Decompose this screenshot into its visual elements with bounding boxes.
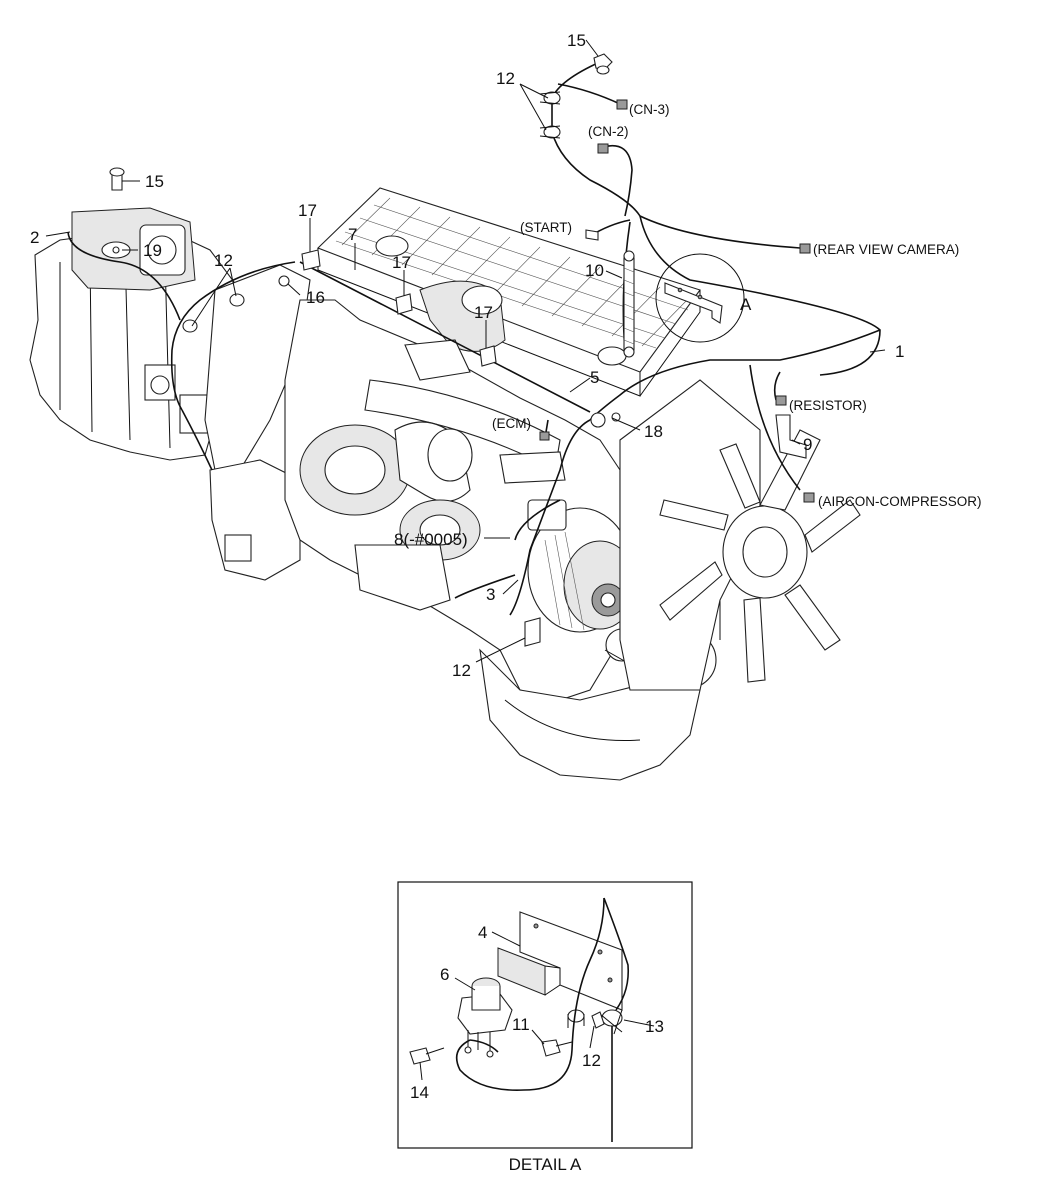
engine-illustration (29, 187, 861, 781)
alternator (527, 499, 637, 633)
callout-15: 15 (567, 31, 586, 50)
main-harness (67, 61, 881, 616)
callout-labels: 15 12 15 2 19 12 17 7 17 17 16 10 A 1 5 … (30, 31, 904, 680)
callout-17: 17 (298, 201, 317, 220)
callout-4: 4 (478, 923, 487, 942)
callout-12: 12 (214, 251, 233, 270)
callout-9: 9 (803, 435, 812, 454)
detail-ref-label: A (740, 295, 752, 314)
callout-12: 12 (452, 661, 471, 680)
callout-17: 17 (474, 303, 493, 322)
connector-label-cn3: (CN-3) (629, 102, 670, 117)
connector-label-cn2: (CN-2) (588, 124, 629, 139)
harness-parts (101, 53, 815, 647)
connector-label-rear-view-camera: (REAR VIEW CAMERA) (813, 242, 959, 257)
callout-2: 2 (30, 228, 39, 247)
connector-label-ecm: (ECM) (492, 416, 531, 431)
callout-16: 16 (306, 288, 325, 307)
callout-5: 5 (590, 368, 599, 387)
connector-label-start: (START) (520, 220, 572, 235)
detail-caption: DETAIL A (509, 1155, 582, 1174)
callout-19: 19 (143, 241, 162, 260)
callout-11: 11 (512, 1015, 530, 1034)
callout-10: 10 (585, 261, 604, 280)
callout-1: 1 (895, 342, 904, 361)
callout-13: 13 (645, 1017, 664, 1036)
leader-lines (45, 39, 886, 663)
cooling-fan (659, 429, 861, 683)
valve-cover-ribs (335, 197, 691, 349)
relay-part (457, 977, 513, 1058)
callout-17: 17 (392, 253, 411, 272)
detail-a-panel: 4 6 11 12 13 14 DETAIL A (397, 881, 693, 1174)
callout-18: 18 (644, 422, 663, 441)
callout-3: 3 (486, 585, 495, 604)
connector-label-aircon-compressor: (AIRCON-COMPRESSOR) (818, 494, 982, 509)
callout-12: 12 (582, 1051, 601, 1070)
callout-7: 7 (348, 225, 357, 244)
connector-labels: (CN-3) (CN-2) (START) (REAR VIEW CAMERA)… (492, 102, 982, 509)
callout-12: 12 (496, 69, 515, 88)
callout-15: 15 (145, 172, 164, 191)
callout-6: 6 (440, 965, 449, 984)
callout-14: 14 (410, 1083, 429, 1102)
callout-8: 8(-#0005) (394, 530, 468, 549)
connector-label-resistor: (RESISTOR) (789, 398, 867, 413)
